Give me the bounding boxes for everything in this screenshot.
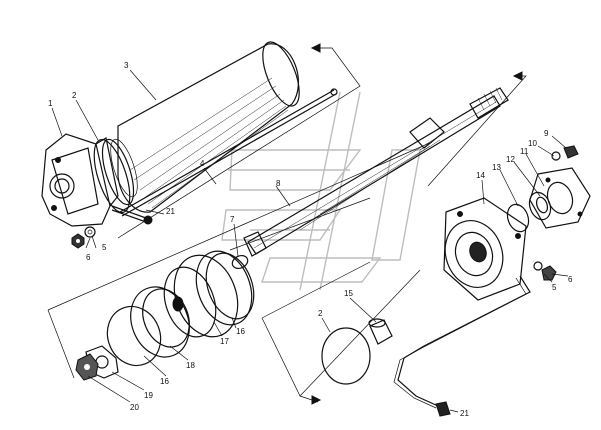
seal-ring-part-16-left: [106, 305, 162, 367]
tie-rod-part-4: [119, 88, 338, 217]
callout-20: 20: [130, 403, 139, 412]
nut-part-6-left: [71, 233, 85, 249]
callout-4: 4: [200, 159, 205, 168]
gland-flange-part-11: [529, 167, 591, 229]
callout-11: 11: [520, 147, 529, 156]
seal-part-13: [506, 203, 530, 233]
bushing-part-15: [368, 318, 393, 345]
callout-16-left: 16: [160, 377, 169, 386]
washer-part-5-left: [84, 226, 96, 238]
cup-seal-part-18: [130, 286, 190, 358]
callout-13: 13: [492, 163, 501, 172]
callout-21-upper: 21: [166, 207, 175, 216]
bolt-part-9: [563, 145, 579, 159]
callout-14: 14: [476, 171, 485, 180]
callout-labels: 1 2 3 4 5 6 7 8 9 10 11 12 13 14 5 6 15 …: [48, 61, 573, 418]
callout-16-right: 16: [236, 327, 245, 336]
end-cap-part-14: [443, 197, 527, 301]
callout-10: 10: [528, 139, 537, 148]
callout-6-right: 6: [568, 275, 573, 284]
callout-6-left: 6: [86, 253, 91, 262]
callout-8: 8: [276, 179, 281, 188]
callout-17: 17: [220, 337, 229, 346]
mounting-bracket-part-1: [41, 133, 119, 227]
nut-part-6-right: [541, 265, 557, 281]
callout-5-right: 5: [552, 283, 557, 292]
rod-threads: [477, 87, 503, 111]
assembly-boundary-lines: [47, 43, 527, 405]
washer-part-10: [551, 151, 561, 161]
watermark-logo: [221, 91, 421, 291]
nut-part-20: [75, 353, 99, 381]
bolt-part-21-lower: [435, 401, 451, 417]
callout-18: 18: [186, 361, 195, 370]
piston-part-17: [163, 250, 253, 338]
callout-21-lower: 21: [460, 409, 469, 418]
callout-15: 15: [344, 289, 353, 298]
leader-lines: [51, 69, 569, 413]
large-o-ring-part-2: [321, 327, 371, 385]
callout-2: 2: [72, 91, 77, 100]
cylinder-flange-part-2: [93, 138, 138, 213]
piston-seal-part-16-right: [205, 252, 255, 320]
callout-1: 1: [48, 99, 53, 108]
callout-3: 3: [124, 61, 129, 70]
piston-rod-part-8: [243, 87, 509, 257]
hydraulic-pipe: [393, 275, 531, 409]
callout-5-left: 5: [102, 243, 107, 252]
callout-19: 19: [144, 391, 153, 400]
callout-2-lower: 2: [318, 309, 323, 318]
washer-part-5-right: [533, 261, 543, 271]
bolt-part-21-upper: [111, 205, 153, 225]
callout-9: 9: [544, 129, 549, 138]
callout-7: 7: [230, 215, 235, 224]
callout-12: 12: [506, 155, 515, 164]
